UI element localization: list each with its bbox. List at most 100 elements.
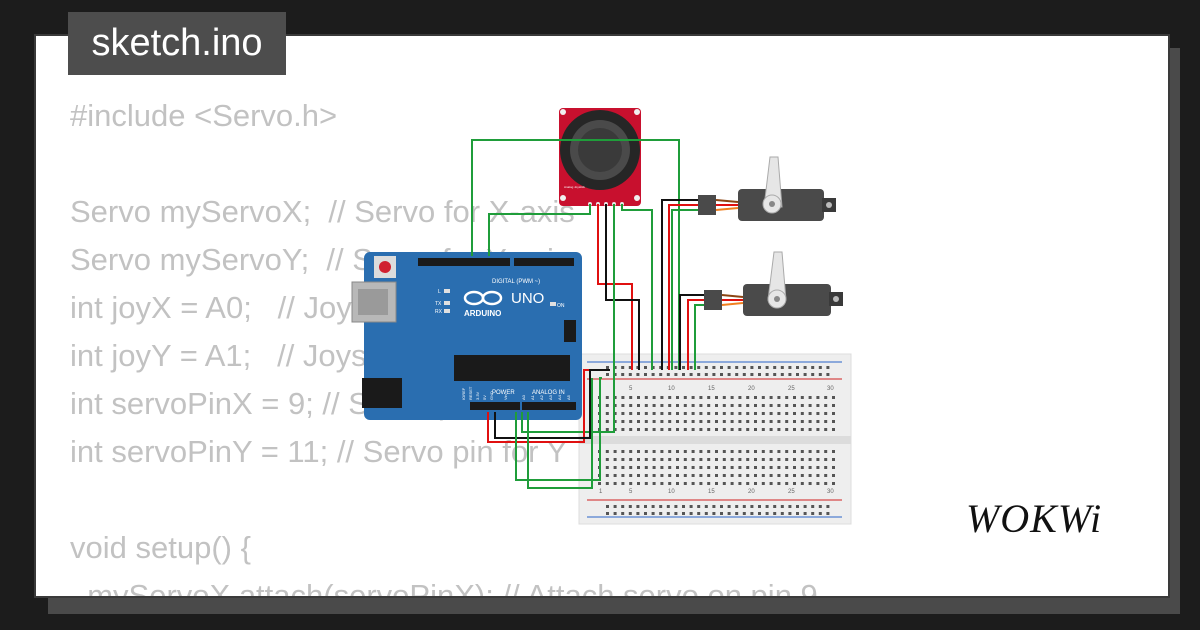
file-name-tab[interactable]: sketch.ino — [68, 12, 286, 75]
breadboard-hole — [832, 420, 835, 423]
arduino-brand: ARDUINO — [464, 309, 501, 318]
breadboard-hole — [808, 396, 812, 399]
breadboard-hole — [738, 420, 742, 423]
breadboard-hole — [613, 482, 617, 485]
breadboard-hole — [816, 396, 820, 399]
arduino-model: UNO — [511, 290, 544, 307]
breadboard-hole — [613, 450, 617, 453]
breadboard-hole — [773, 366, 777, 369]
breadboard-hole — [754, 412, 757, 415]
breadboard-hole — [613, 366, 617, 369]
breadboard-hole — [808, 412, 812, 415]
breadboard-hole — [715, 404, 718, 407]
breadboard-hole — [683, 474, 687, 477]
breadboard-hole — [793, 396, 796, 399]
breadboard-hole — [652, 450, 656, 453]
breadboard-hole — [730, 466, 734, 469]
breadboard-hole — [621, 428, 625, 431]
breadboard-hole — [659, 505, 663, 508]
a2-label: A2 — [539, 394, 544, 400]
breadboard-hole — [808, 458, 812, 461]
breadboard-hole — [761, 474, 765, 477]
breadboard-hole — [816, 466, 820, 469]
breadboard-hole — [668, 412, 672, 415]
breadboard-hole — [697, 512, 701, 515]
breadboard-hole — [808, 466, 812, 469]
breadboard-hole — [826, 366, 830, 369]
breadboard-hole — [674, 505, 678, 508]
breadboard-hole — [800, 458, 804, 461]
code-line: Servo myServoX; // Servo for X-axis — [70, 194, 575, 229]
breadboard-hole — [651, 373, 655, 376]
breadboard-hole — [832, 482, 835, 485]
breadboard-hole — [722, 412, 726, 415]
breadboard-hole — [730, 428, 734, 431]
breadboard-hole — [629, 482, 633, 485]
breadboard-hole — [668, 458, 672, 461]
code-line: #include <Servo.h> — [70, 98, 338, 133]
breadboard-hole — [730, 412, 734, 415]
breadboard-hole — [621, 396, 625, 399]
breadboard-hole — [605, 466, 609, 469]
breadboard-hole — [750, 373, 754, 376]
breadboard-hole — [629, 466, 633, 469]
breadboard-hole — [676, 466, 679, 469]
breadboard-hole — [704, 512, 708, 515]
breadboard-hole — [826, 505, 830, 508]
breadboard-hole — [636, 373, 640, 376]
bb-bnum-25: 25 — [788, 489, 795, 495]
breadboard-hole — [722, 458, 726, 461]
breadboard-hole — [629, 396, 633, 399]
breadboard-hole — [722, 404, 726, 407]
breadboard-hole — [644, 458, 648, 461]
breadboard-hole — [660, 404, 664, 407]
bb-num-25: 25 — [788, 386, 795, 392]
breadboard-hole — [676, 458, 679, 461]
breadboard-hole — [742, 505, 746, 508]
breadboard-hole — [761, 466, 765, 469]
breadboard-hole — [811, 505, 815, 508]
breadboard-hole — [689, 512, 693, 515]
breadboard-hole — [769, 482, 773, 485]
breadboard-hole — [629, 474, 633, 477]
breadboard-hole — [691, 420, 695, 423]
breadboard-hole — [793, 428, 796, 431]
bb-bnum-15: 15 — [708, 489, 715, 495]
breadboard-hole — [788, 512, 792, 515]
breadboard-hole — [754, 450, 757, 453]
breadboard-hole — [666, 505, 670, 508]
breadboard-hole — [660, 420, 664, 423]
breadboard-hole — [746, 458, 750, 461]
breadboard-hole — [803, 366, 807, 369]
breadboard-hole — [832, 474, 835, 477]
breadboard-hole — [800, 396, 804, 399]
breadboard-hole — [651, 366, 655, 369]
breadboard-hole — [668, 420, 672, 423]
breadboard-hole — [707, 466, 711, 469]
bb-num-30: 30 — [827, 386, 834, 392]
breadboard-hole — [666, 373, 670, 376]
breadboard-hole — [800, 466, 804, 469]
breadboard-hole — [811, 373, 815, 376]
breadboard-hole — [727, 512, 731, 515]
breadboard-hole — [735, 373, 739, 376]
breadboard-hole — [738, 412, 742, 415]
breadboard-hole — [735, 366, 739, 369]
wokwi-logo-text: WOKWi — [966, 496, 1102, 541]
breadboard-hole — [636, 512, 640, 515]
breadboard-hole — [738, 396, 742, 399]
breadboard-hole — [605, 450, 609, 453]
breadboard-hole — [704, 505, 708, 508]
breadboard-hole — [637, 474, 640, 477]
breadboard-hole — [652, 466, 656, 469]
breadboard-hole — [793, 404, 796, 407]
breadboard-hole — [613, 404, 617, 407]
breadboard-hole — [818, 512, 822, 515]
breadboard-hole — [598, 482, 601, 485]
breadboard-hole — [699, 428, 703, 431]
code-line: int servoPinY = 11; // Servo pin for Y — [70, 434, 568, 469]
breadboard-hole — [683, 404, 687, 407]
breadboard-hole — [691, 458, 695, 461]
breadboard-hole — [730, 396, 734, 399]
breadboard-hole — [668, 428, 672, 431]
